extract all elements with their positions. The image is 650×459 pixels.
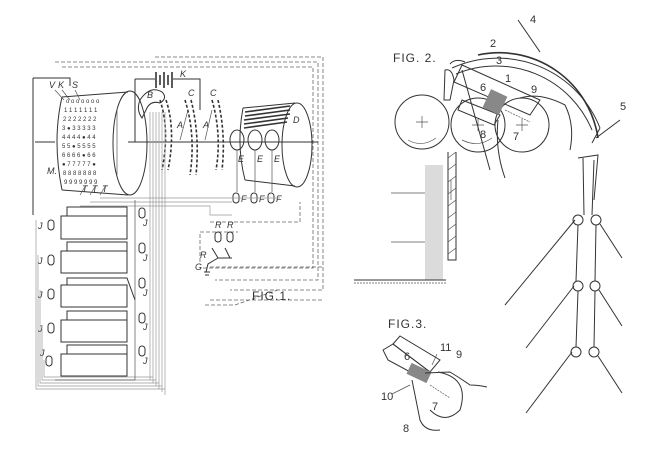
- cam-and-chains: B C C A A: [137, 88, 225, 395]
- label-s: S: [72, 80, 78, 90]
- label-e2: E: [257, 154, 264, 164]
- roller-right: [494, 97, 550, 153]
- label-ground: G: [195, 262, 202, 272]
- counter-box: [60, 353, 128, 377]
- label-j: J: [37, 221, 43, 231]
- label-j: J: [37, 256, 43, 266]
- label-c1: C: [188, 88, 195, 98]
- sheet-stack: [354, 151, 457, 284]
- battery: K: [134, 69, 201, 142]
- fig2-label-8: 8: [480, 129, 486, 141]
- dashed-wiring: [55, 56, 324, 306]
- label-f1: F: [241, 194, 247, 204]
- left-coils: J J J J J: [37, 219, 55, 367]
- drum-row: 5 5 ● 5 5 5 5: [62, 144, 96, 150]
- drum-m-label: M.: [47, 166, 57, 176]
- drum-m-grid: o o o o o o o 1 1 1 1 1 1 1 2 2 2 2 2 2 …: [62, 99, 100, 186]
- drum-row: o o o o o o o: [66, 99, 100, 105]
- label-a2: A: [202, 120, 209, 130]
- fig2-label-6: 6: [480, 82, 486, 94]
- pulley-system: [504, 154, 623, 414]
- counter-box: [60, 215, 128, 240]
- label-j: J: [142, 288, 148, 298]
- drum-row: ● 7 7 7 7 7 ●: [62, 162, 96, 168]
- fig3-label-8: 8: [403, 423, 409, 435]
- label-e3: E: [274, 154, 281, 164]
- fig1: K o o o o o o o 1 1 1 1 1 1 1 2 2 2 2 2 …: [32, 56, 324, 395]
- label-r1: R: [215, 220, 222, 230]
- label-j: J: [142, 322, 148, 332]
- fig3: FIG.3. 6 7 8 9 10 11: [381, 317, 488, 435]
- fig3-label-10: 10: [381, 391, 393, 403]
- fig3-label-9: 9: [456, 349, 462, 361]
- fig2: FIG. 2. 2 3 4 5 1 6 7 8 9: [354, 14, 626, 414]
- counter-box: [60, 284, 128, 308]
- fig2-label-2: 2: [490, 38, 496, 50]
- drum-d: D E E E F F F: [80, 102, 318, 216]
- counter-box: [60, 319, 128, 343]
- label-c2: C: [210, 88, 217, 98]
- fig2-label-9: 9: [531, 84, 537, 96]
- drum-row: 3 ● 3 3 3 3 3: [62, 126, 96, 132]
- label-k: K: [58, 80, 65, 90]
- fig2-label-5: 5: [620, 101, 626, 113]
- label-a1: A: [176, 120, 183, 130]
- relays-r: R R R G: [195, 220, 323, 276]
- label-f2: F: [259, 194, 265, 204]
- label-r2: R: [227, 220, 234, 230]
- drum-row: 6 6 6 6 ● 6 6: [62, 153, 96, 159]
- drum-row: 9 9 9 9 9 9 9: [64, 180, 98, 186]
- drum-row: 1 1 1 1 1 1 1: [64, 108, 98, 114]
- drum-row: 4 4 4 4 ● 4 4: [62, 135, 96, 141]
- fig2-title: FIG. 2.: [393, 51, 437, 65]
- label-e1: E: [238, 154, 245, 164]
- label-f3: F: [276, 194, 282, 204]
- fig2-label-7: 7: [513, 131, 519, 143]
- fig1-title: FIG.1.: [252, 289, 291, 303]
- fig3-label-7: 7: [432, 401, 438, 413]
- battery-label: K: [180, 69, 187, 79]
- label-t3: T: [102, 184, 109, 194]
- roller-middle: [450, 97, 506, 153]
- right-coils: J J J J J: [138, 207, 148, 366]
- label-t2: T: [92, 184, 99, 194]
- counter-box: [60, 250, 128, 274]
- brush-contacts: [229, 129, 280, 151]
- roller-left: [394, 94, 450, 150]
- counter-boxes: J J J J J J J J J J: [35, 200, 165, 390]
- fig3-title: FIG.3.: [388, 317, 427, 331]
- fig2-label-4: 4: [530, 14, 536, 26]
- label-j: J: [142, 218, 148, 228]
- drum-row: 8 8 8 8 8 8 8: [63, 171, 97, 177]
- fig2-label-1: 1: [505, 73, 511, 85]
- label-switch-r: R: [200, 250, 207, 260]
- drum-m: o o o o o o o 1 1 1 1 1 1 1 2 2 2 2 2 2 …: [32, 77, 300, 215]
- drum-row: 2 2 2 2 2 2 2: [63, 117, 97, 123]
- fig3-label-6: 6: [404, 351, 410, 363]
- label-j: J: [142, 253, 148, 263]
- label-j: J: [142, 356, 148, 366]
- label-t1: T: [82, 184, 89, 194]
- label-b: B: [147, 90, 153, 100]
- fig2-label-3: 3: [496, 55, 502, 67]
- fig3-label-11: 11: [440, 342, 451, 354]
- label-v: V: [49, 80, 56, 90]
- drum-d-label: D: [293, 115, 300, 125]
